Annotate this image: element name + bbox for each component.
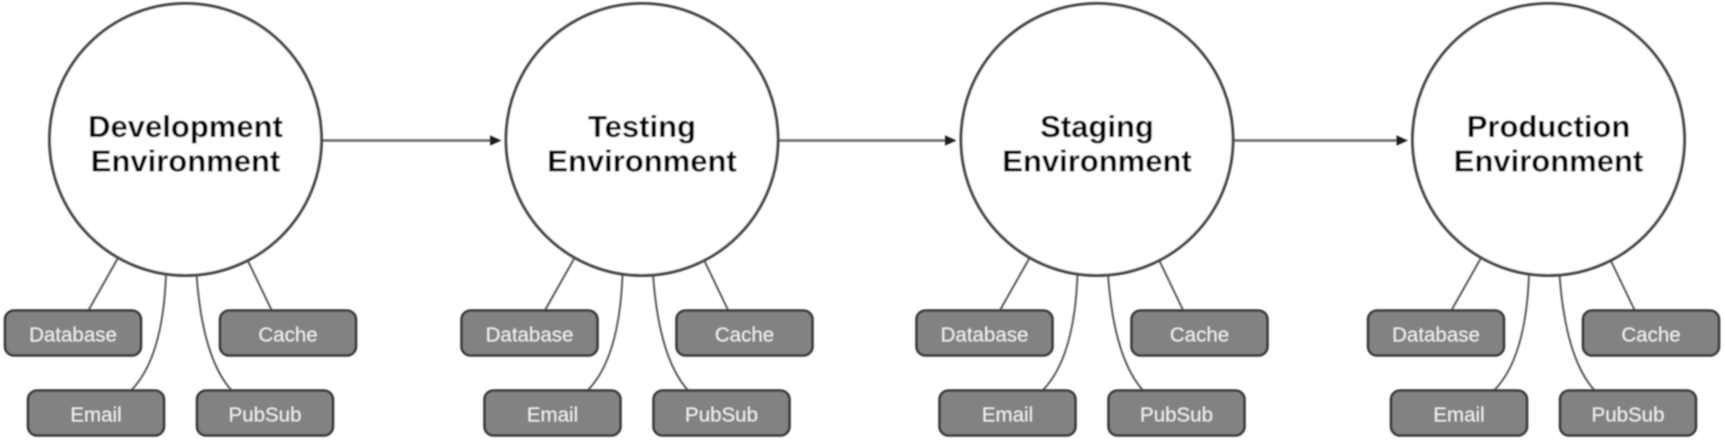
svg-text:Environment: Environment [1454,144,1643,179]
svg-text:PubSub: PubSub [1592,403,1665,426]
svg-text:Email: Email [1433,403,1484,426]
svg-text:PubSub: PubSub [1140,403,1213,426]
svg-text:Environment: Environment [1002,144,1191,179]
svg-text:Database: Database [1392,323,1480,346]
svg-text:Environment: Environment [91,144,280,179]
svg-text:Database: Database [941,323,1029,346]
svg-text:PubSub: PubSub [685,403,758,426]
svg-text:Cache: Cache [715,323,774,346]
svg-text:Development: Development [88,109,283,144]
svg-text:Cache: Cache [1170,323,1229,346]
svg-text:Database: Database [29,323,117,346]
svg-text:Staging: Staging [1040,109,1154,144]
svg-text:Environment: Environment [547,144,736,179]
svg-text:Database: Database [486,323,574,346]
svg-text:Email: Email [982,403,1033,426]
svg-text:Email: Email [527,403,578,426]
svg-text:Testing: Testing [588,109,696,144]
svg-text:Cache: Cache [258,323,317,346]
svg-text:PubSub: PubSub [229,403,302,426]
svg-text:Email: Email [70,403,121,426]
svg-text:Cache: Cache [1621,323,1680,346]
svg-text:Production: Production [1467,109,1631,144]
